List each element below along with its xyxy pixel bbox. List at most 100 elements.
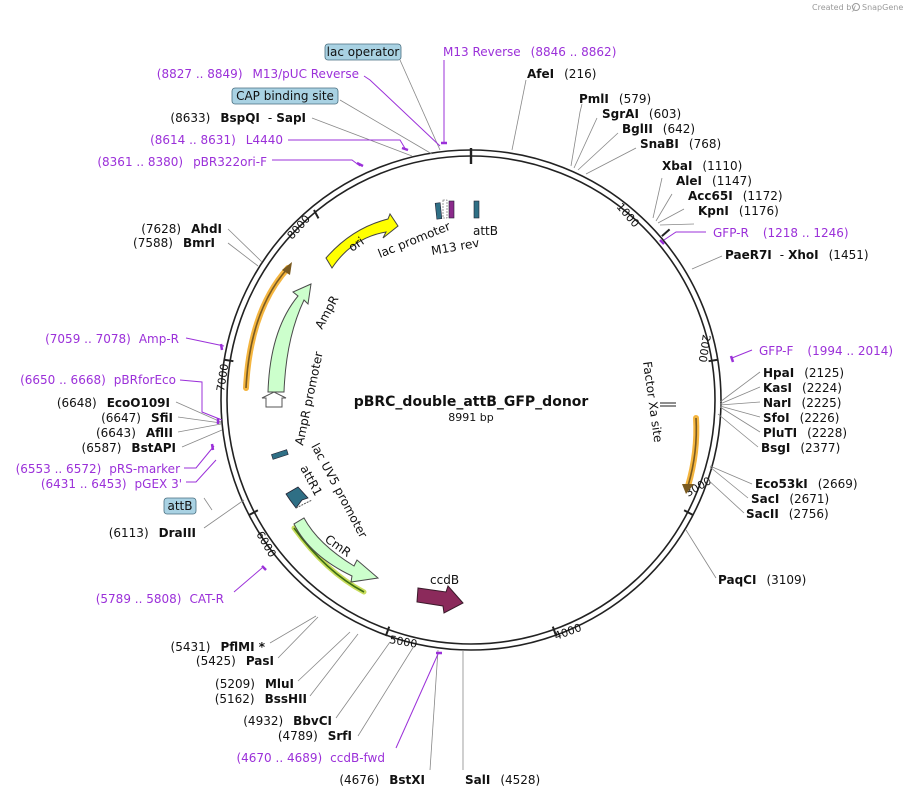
- ampR-highlight-head: [282, 262, 292, 275]
- tick-7000-mark: [223, 358, 234, 363]
- lac-operator-mark[interactable]: [434, 202, 443, 220]
- site-name: SgrAI: [602, 107, 639, 121]
- cap-site-label: CAP binding site: [236, 89, 334, 103]
- site-pos: (1147): [712, 174, 752, 188]
- primer-name: GFP-F: [759, 344, 794, 358]
- plasmid-name: pBRC_double_attB_GFP_donor: [354, 394, 589, 410]
- site-bbvci: (4932)BbvCI: [243, 714, 332, 728]
- site-pos: (8633): [170, 111, 210, 125]
- primer-amp-r: (7059 .. 7078)Amp-R: [45, 332, 179, 346]
- site-pos: (5431): [171, 640, 211, 654]
- site-name: PluTI: [763, 426, 797, 440]
- site-name-2: SapI: [276, 111, 306, 125]
- primer-range: (1994 .. 2014): [807, 344, 893, 358]
- tick-4000-label: 4000: [553, 621, 584, 643]
- primer-range: (8614 .. 8631): [150, 133, 236, 147]
- site-name: PmlI: [579, 92, 609, 106]
- site-pasi: (5425)PasI: [196, 654, 274, 668]
- primer-range: (6431 .. 6453): [41, 477, 127, 491]
- primer-tick-pbr322: [356, 161, 364, 168]
- site-name: SfoI: [763, 411, 790, 425]
- primer-prs-marker: (6553 .. 6572)pRS-marker: [16, 462, 180, 476]
- site-pos: (5425): [196, 654, 236, 668]
- snapgene-credit: Created by SnapGene: [812, 3, 903, 12]
- primer-range: (8361 .. 8380): [97, 155, 183, 169]
- site-name: SacI: [751, 492, 779, 506]
- leader-ahdi: [227, 228, 263, 263]
- attB-box[interactable]: [163, 497, 197, 515]
- site-name: NarI: [763, 396, 792, 410]
- primer-range: (1218 .. 1246): [763, 226, 849, 240]
- site-pos: (642): [663, 122, 695, 136]
- site-name: AleI: [676, 174, 702, 188]
- ccdB-label: ccdB: [430, 573, 459, 587]
- site-name-2: XhoI: [788, 248, 819, 262]
- leader-kpni: [659, 223, 695, 226]
- primer-tick-cat-r: [261, 565, 267, 571]
- ampR-arrow[interactable]: [267, 283, 312, 393]
- tick-2000-mark: [708, 358, 719, 363]
- ccdB-arrow[interactable]: [416, 585, 464, 614]
- site-name: Acc65I: [688, 189, 733, 203]
- site-eco53ki: Eco53kI(2669): [755, 477, 858, 491]
- site-name: KpnI: [698, 204, 729, 218]
- lac-promoter-mark[interactable]: [442, 199, 448, 219]
- leader-xbai: [652, 177, 663, 219]
- site-srfi: (4789)SrfI: [278, 729, 352, 743]
- leader-acc65i: [657, 208, 685, 224]
- primer-m13-reverse: M13 Reverse(8846 .. 8862): [443, 45, 616, 59]
- leader-eco53ki: [709, 465, 753, 485]
- leader-attB-box: [203, 497, 213, 511]
- leader-xhoi: [691, 255, 723, 270]
- site-pos: (1172): [743, 189, 783, 203]
- site-pos: (6643): [96, 426, 136, 440]
- leader-eco0109i: [175, 401, 222, 423]
- ori-arrow[interactable]: [325, 212, 399, 269]
- leader-hpai: [719, 371, 761, 403]
- attB-left-mark[interactable]: [271, 449, 289, 460]
- site-name: BstXI: [389, 773, 425, 787]
- m13-rev-mark[interactable]: [448, 200, 455, 219]
- primer-gfp-f: GFP-F (1994 .. 2014): [759, 344, 893, 358]
- leader-paqci: [685, 529, 717, 579]
- site-pos: (4676): [339, 773, 379, 787]
- boxed-labels: lac operator CAP binding site attB: [163, 43, 402, 515]
- primer-name: pGEX 3': [135, 477, 182, 491]
- lac-operator-label: lac operator: [327, 45, 400, 59]
- cap-site-box[interactable]: [231, 87, 339, 105]
- site-pluti: PluTI(2228): [763, 426, 847, 440]
- site-pos: (6647): [101, 411, 141, 425]
- leader-snabi: [585, 147, 637, 175]
- plasmid-size: 8991 bp: [448, 411, 493, 424]
- primer-name: pBRforEco: [114, 373, 176, 387]
- primer-name: GFP-R: [713, 226, 749, 240]
- site-pos: (1451): [829, 248, 869, 262]
- site-pos: (2226): [800, 411, 840, 425]
- lac-operator-box[interactable]: [324, 43, 402, 61]
- site-labels: AfeI(216) PmlI(579) SgrAI(603) BglII(642…: [57, 67, 869, 787]
- site-name: AfeI: [527, 67, 554, 81]
- attR1-arrow[interactable]: [285, 486, 309, 509]
- primer-pgex-3: (6431 .. 6453) pGEX 3': [41, 477, 182, 491]
- leader-draiii: [203, 499, 245, 529]
- site-pmli: PmlI(579): [579, 92, 651, 106]
- site-kasi: KasI(2224): [763, 381, 842, 395]
- tick-1000-mark: [661, 228, 671, 237]
- site-pos: (7588): [133, 236, 173, 250]
- site-name: BglII: [622, 122, 653, 136]
- site-pos: (2669): [818, 477, 858, 491]
- site-sfoi: SfoI (2226): [763, 411, 839, 425]
- tick-7000-label: 7000: [214, 363, 231, 393]
- tick-6000-mark: [248, 509, 259, 516]
- site-saci: SacI(2671): [751, 492, 829, 506]
- ampR-promoter-arrow[interactable]: [261, 391, 287, 408]
- site-sali: SalI(4528): [465, 773, 540, 787]
- leader-pluti: [719, 406, 761, 433]
- leader-afei: [511, 79, 527, 151]
- attB-top-mark[interactable]: [473, 200, 480, 219]
- site-name: DraIII: [159, 526, 196, 540]
- primer-tick-gfp-r: [659, 239, 665, 245]
- cmR-arrow[interactable]: [293, 517, 380, 583]
- site-mlui: (5209)MluI: [215, 677, 294, 691]
